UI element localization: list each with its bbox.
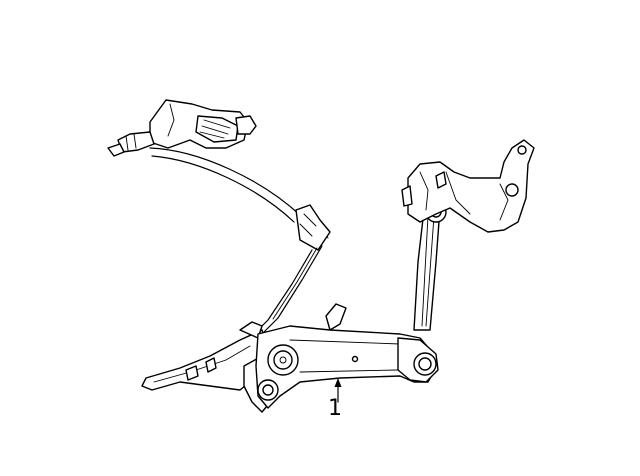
- electrical-connector: [107, 99, 257, 157]
- part-number-callout: 1: [328, 396, 342, 421]
- wire-harness: [149, 147, 331, 341]
- upper-bracket: [401, 139, 535, 233]
- callout-leader: [334, 378, 342, 403]
- sensor-arm: [255, 325, 439, 409]
